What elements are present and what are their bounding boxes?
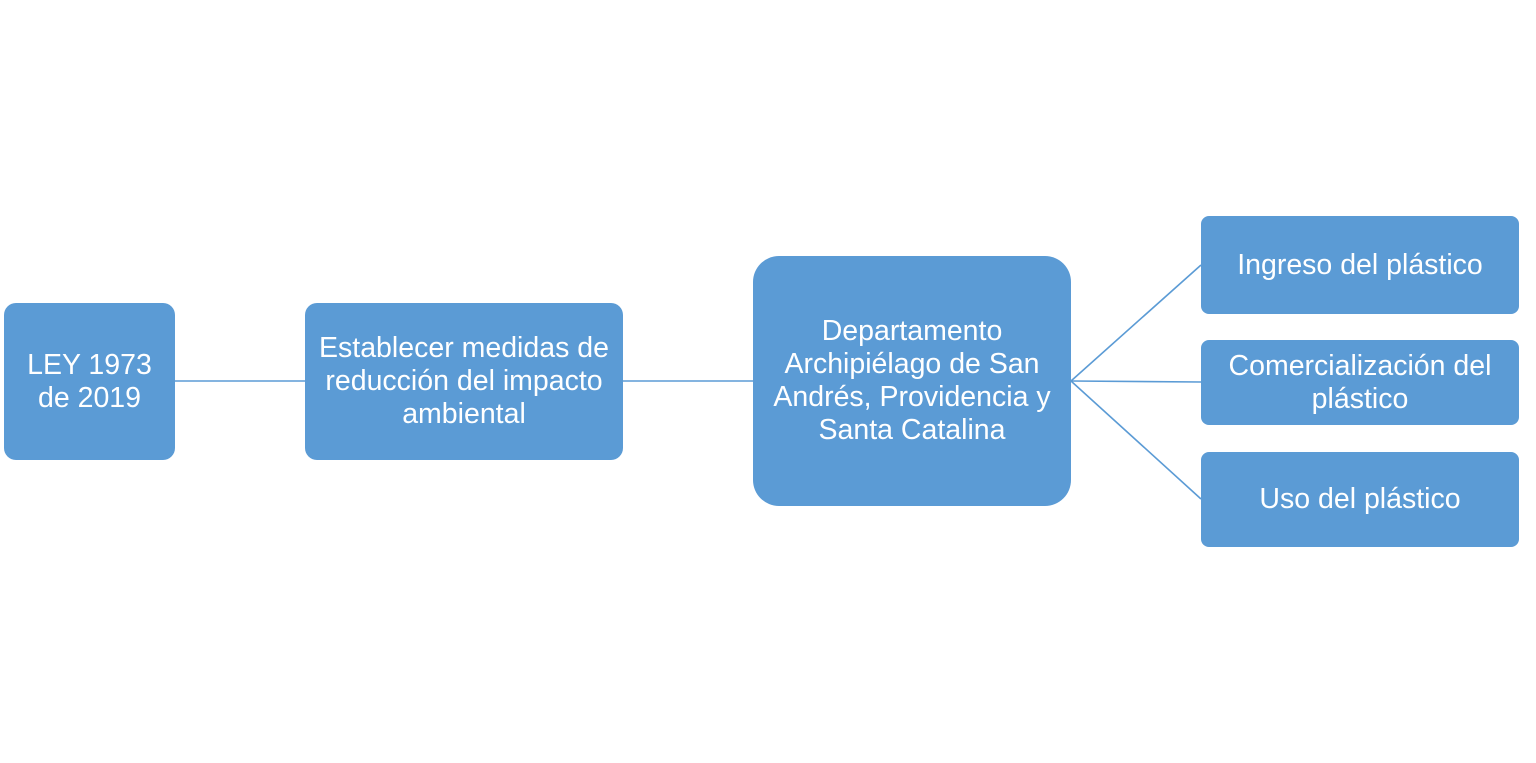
node-medidas-label: Establecer medidas de reducción del impa… [319, 332, 609, 430]
node-establecer-medidas: Establecer medidas de reducción del impa… [305, 303, 623, 460]
node-ley-label: LEY 1973 de 2019 [27, 348, 152, 414]
connector-departamento-comercializacion [1070, 380, 1202, 383]
node-uso-del-plastico: Uso del plástico [1201, 452, 1519, 547]
node-departamento-label: Departamento Archipiélago de San Andrés,… [773, 315, 1051, 446]
node-ley-1973: LEY 1973 de 2019 [4, 303, 175, 460]
node-departamento-archipielago: Departamento Archipiélago de San Andrés,… [753, 256, 1071, 506]
node-comercializacion-label: Comercialización del plástico [1228, 349, 1492, 415]
node-ingreso-label: Ingreso del plástico [1237, 248, 1483, 281]
connector-departamento-ingreso [1070, 264, 1202, 382]
node-uso-label: Uso del plástico [1259, 483, 1461, 515]
node-ingreso-del-plastico: Ingreso del plástico [1201, 216, 1519, 314]
connector-departamento-uso [1070, 380, 1202, 500]
node-comercializacion-del-plastico: Comercialización del plástico [1201, 340, 1519, 425]
